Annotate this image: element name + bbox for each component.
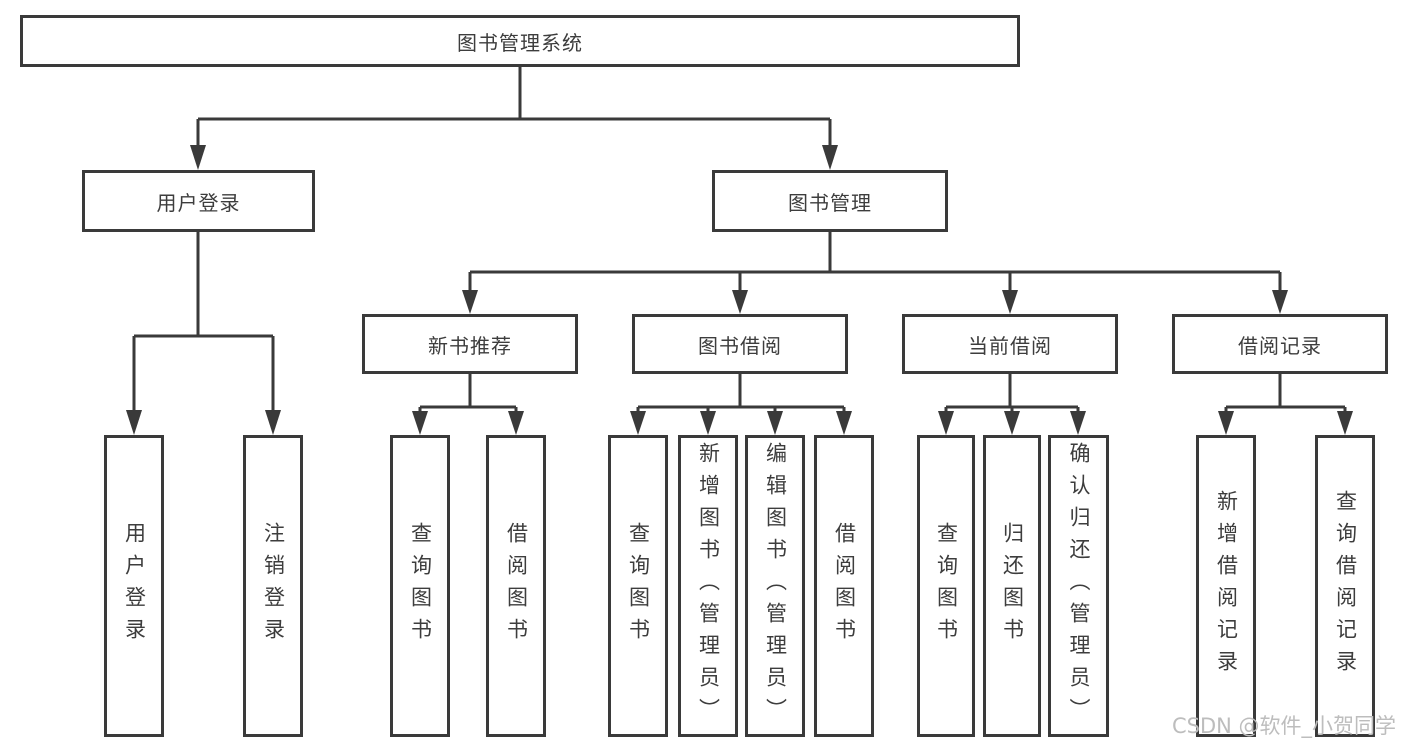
connector-new-book-rec-to-leaves: [412, 374, 524, 435]
node-book-mgmt: 图书管理: [712, 170, 948, 232]
node-new-book-rec-label: 新书推荐: [428, 333, 512, 358]
node-current-borrow-label: 当前借阅: [968, 333, 1052, 358]
leaf-query-books-1: 查询图书: [390, 435, 450, 737]
node-book-borrow-label: 图书借阅: [698, 333, 782, 358]
leaf-logout: 注销登录: [243, 435, 303, 737]
connector-book-mgmt-to-level3: [462, 232, 1288, 314]
connector-root-to-level2: [190, 67, 838, 170]
leaf-add-borrow-record: 新增借阅记录: [1196, 435, 1256, 737]
connector-book-borrow-to-leaves: [630, 374, 852, 435]
leaf-query-borrow-record: 查询借阅记录: [1315, 435, 1375, 737]
node-book-mgmt-label: 图书管理: [788, 190, 872, 215]
node-current-borrow: 当前借阅: [902, 314, 1118, 374]
leaf-borrow-books-1: 借阅图书: [486, 435, 546, 737]
csdn-watermark: CSDN @软件_小贺同学: [1172, 714, 1397, 738]
leaf-add-books-admin: 新增图书（管理员）: [678, 435, 738, 737]
leaf-edit-books-admin: 编辑图书（管理员）: [745, 435, 805, 737]
connector-user-login-to-leaves: [126, 232, 281, 435]
connector-current-borrow-to-leaves: [938, 374, 1086, 435]
node-book-borrow: 图书借阅: [632, 314, 848, 374]
node-root-label: 图书管理系统: [457, 30, 583, 55]
node-user-login: 用户登录: [82, 170, 315, 232]
node-borrow-records: 借阅记录: [1172, 314, 1388, 374]
node-root: 图书管理系统: [20, 15, 1020, 67]
leaf-user-login: 用户登录: [104, 435, 164, 737]
leaf-query-books-3: 查询图书: [917, 435, 975, 737]
leaf-return-books: 归还图书: [983, 435, 1041, 737]
node-new-book-rec: 新书推荐: [362, 314, 578, 374]
connector-borrow-records-to-leaves: [1218, 374, 1353, 435]
leaf-query-books-2: 查询图书: [608, 435, 668, 737]
leaf-confirm-return-admin: 确认归还（管理员）: [1048, 435, 1109, 737]
leaf-borrow-books-2: 借阅图书: [814, 435, 874, 737]
node-borrow-records-label: 借阅记录: [1238, 333, 1322, 358]
node-user-login-label: 用户登录: [156, 190, 241, 215]
